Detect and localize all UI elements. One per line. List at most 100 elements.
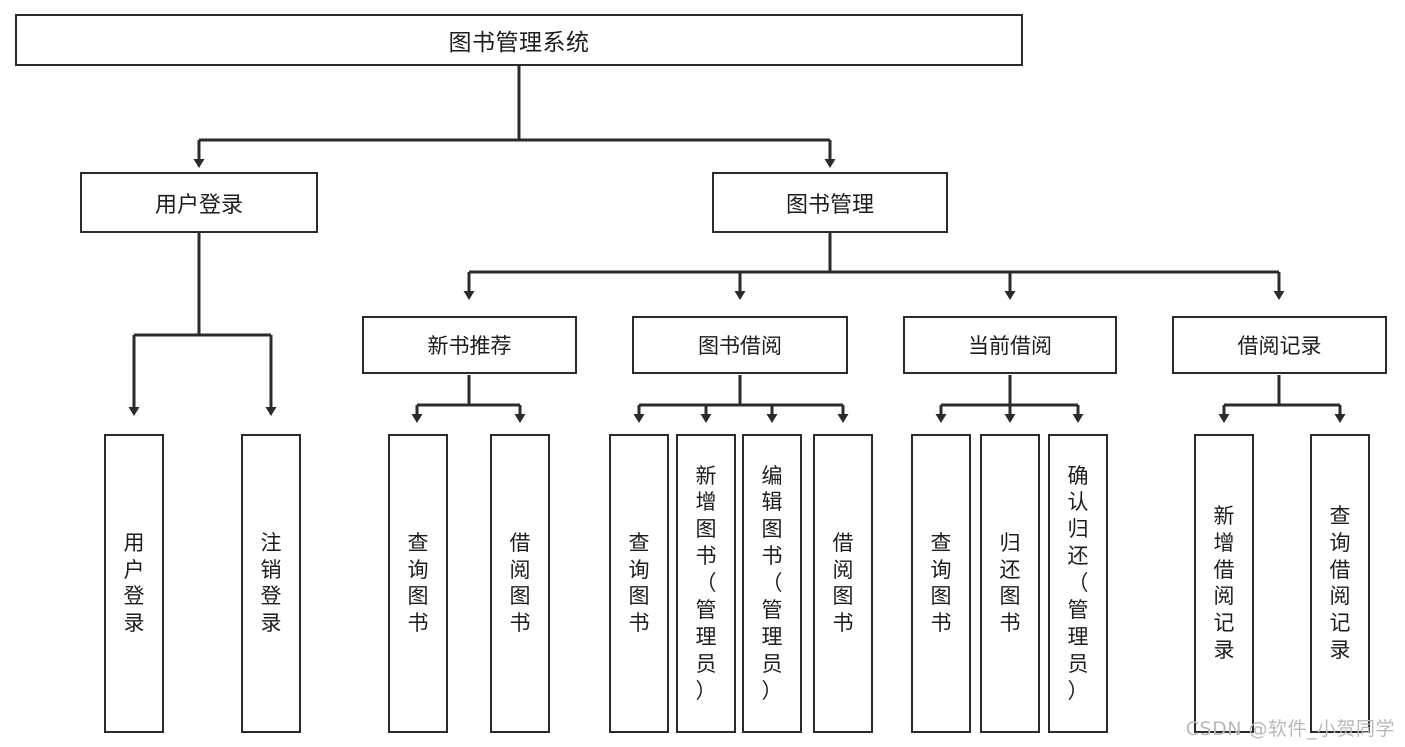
vertical-char: 管 xyxy=(761,597,783,622)
node-book-management[interactable]: 图书管理 xyxy=(712,172,948,233)
node-root-system[interactable]: 图书管理系统 xyxy=(15,14,1023,66)
leaf-logout[interactable]: 注销登录 xyxy=(241,434,301,733)
vertical-char: 新 xyxy=(1213,503,1235,528)
vertical-char: 录 xyxy=(260,611,282,636)
vertical-char: 记 xyxy=(1213,611,1235,636)
vertical-char: 图 xyxy=(832,584,854,609)
leaf-query-borrow-record[interactable]: 查询借阅记录 xyxy=(1310,434,1370,733)
vertical-char: 还 xyxy=(1067,544,1089,569)
vertical-char: 阅 xyxy=(509,557,531,582)
leaf-query-book-borrow[interactable]: 查询图书 xyxy=(609,434,669,733)
vertical-char: 询 xyxy=(1329,530,1351,555)
vertical-char: 录 xyxy=(1213,638,1235,663)
node-current-borrow[interactable]: 当前借阅 xyxy=(903,316,1117,374)
vertical-char: 员 xyxy=(695,651,717,676)
node-label: 确认归还（管理员） xyxy=(1050,463,1106,705)
vertical-char: 注 xyxy=(260,530,282,555)
node-label: 新增借阅记录 xyxy=(1196,503,1252,664)
vertical-char: 新 xyxy=(695,463,717,488)
node-user-login[interactable]: 用户登录 xyxy=(80,172,318,233)
vertical-char: （ xyxy=(695,571,717,596)
vertical-char: 录 xyxy=(1329,638,1351,663)
leaf-query-book-recommend[interactable]: 查询图书 xyxy=(388,434,448,733)
node-label: 新书推荐 xyxy=(427,334,512,358)
leaf-query-book-current[interactable]: 查询图书 xyxy=(911,434,971,733)
vertical-char: 借 xyxy=(1213,557,1235,582)
vertical-char: 户 xyxy=(123,557,145,582)
leaf-add-borrow-record[interactable]: 新增借阅记录 xyxy=(1194,434,1254,733)
vertical-char: 询 xyxy=(930,557,952,582)
vertical-char: 阅 xyxy=(1329,584,1351,609)
node-label: 用户登录 xyxy=(154,192,243,218)
vertical-char: 阅 xyxy=(832,557,854,582)
node-label: 图书管理系统 xyxy=(448,30,590,56)
vertical-char: 图 xyxy=(628,584,650,609)
vertical-char: 图 xyxy=(509,584,531,609)
vertical-char: 管 xyxy=(1067,597,1089,622)
vertical-char: 阅 xyxy=(1213,584,1235,609)
node-label: 借阅图书 xyxy=(492,530,548,638)
vertical-char: 用 xyxy=(123,530,145,555)
vertical-char: 确 xyxy=(1067,463,1089,488)
vertical-char: 书 xyxy=(832,611,854,636)
node-label: 借阅图书 xyxy=(815,530,871,638)
vertical-char: 查 xyxy=(1329,503,1351,528)
vertical-char: 书 xyxy=(695,544,717,569)
node-label: 新增图书（管理员） xyxy=(678,463,734,705)
vertical-char: 录 xyxy=(123,611,145,636)
vertical-char: 图 xyxy=(930,584,952,609)
node-book-borrow[interactable]: 图书借阅 xyxy=(632,316,848,374)
vertical-char: 员 xyxy=(1067,651,1089,676)
node-label: 查询图书 xyxy=(611,530,667,638)
vertical-char: 借 xyxy=(509,530,531,555)
vertical-char: 书 xyxy=(509,611,531,636)
node-label: 当前借阅 xyxy=(968,334,1052,358)
vertical-char: 图 xyxy=(407,584,429,609)
vertical-char: 员 xyxy=(761,651,783,676)
vertical-char: 辑 xyxy=(761,490,783,515)
vertical-char: ） xyxy=(695,678,717,703)
vertical-char: 查 xyxy=(628,530,650,555)
node-borrow-record[interactable]: 借阅记录 xyxy=(1172,316,1387,374)
leaf-edit-book-admin[interactable]: 编辑图书（管理员） xyxy=(742,434,802,733)
node-new-book-recommend[interactable]: 新书推荐 xyxy=(362,316,577,374)
vertical-char: ） xyxy=(1067,678,1089,703)
node-label: 编辑图书（管理员） xyxy=(744,463,800,705)
vertical-char: 询 xyxy=(407,557,429,582)
vertical-char: 增 xyxy=(1213,530,1235,555)
watermark-text: CSDN @软件_小贺同学 xyxy=(1185,718,1395,740)
leaf-borrow-book-recommend[interactable]: 借阅图书 xyxy=(490,434,550,733)
vertical-char: 管 xyxy=(695,597,717,622)
leaf-return-book[interactable]: 归还图书 xyxy=(980,434,1040,733)
vertical-char: 还 xyxy=(999,557,1021,582)
vertical-char: 图 xyxy=(999,584,1021,609)
vertical-char: 认 xyxy=(1067,490,1089,515)
vertical-char: （ xyxy=(761,571,783,596)
vertical-char: 查 xyxy=(930,530,952,555)
vertical-char: 记 xyxy=(1329,611,1351,636)
leaf-borrow-book[interactable]: 借阅图书 xyxy=(813,434,873,733)
leaf-confirm-return-admin[interactable]: 确认归还（管理员） xyxy=(1048,434,1108,733)
vertical-char: 查 xyxy=(407,530,429,555)
node-label: 查询图书 xyxy=(390,530,446,638)
vertical-char: 归 xyxy=(999,530,1021,555)
vertical-char: 理 xyxy=(761,624,783,649)
vertical-char: （ xyxy=(1067,571,1089,596)
vertical-char: 借 xyxy=(1329,557,1351,582)
node-label: 注销登录 xyxy=(243,530,299,638)
vertical-char: 书 xyxy=(407,611,429,636)
vertical-char: 登 xyxy=(260,584,282,609)
node-label: 图书借阅 xyxy=(698,334,782,358)
leaf-add-book-admin[interactable]: 新增图书（管理员） xyxy=(676,434,736,733)
vertical-char: ） xyxy=(761,678,783,703)
node-label: 归还图书 xyxy=(982,530,1038,638)
vertical-char: 增 xyxy=(695,490,717,515)
node-label: 借阅记录 xyxy=(1237,334,1322,358)
vertical-char: 图 xyxy=(761,517,783,542)
vertical-char: 图 xyxy=(695,517,717,542)
vertical-char: 编 xyxy=(761,463,783,488)
vertical-char: 销 xyxy=(260,557,282,582)
node-label: 查询图书 xyxy=(913,530,969,638)
leaf-user-login[interactable]: 用户登录 xyxy=(104,434,164,733)
